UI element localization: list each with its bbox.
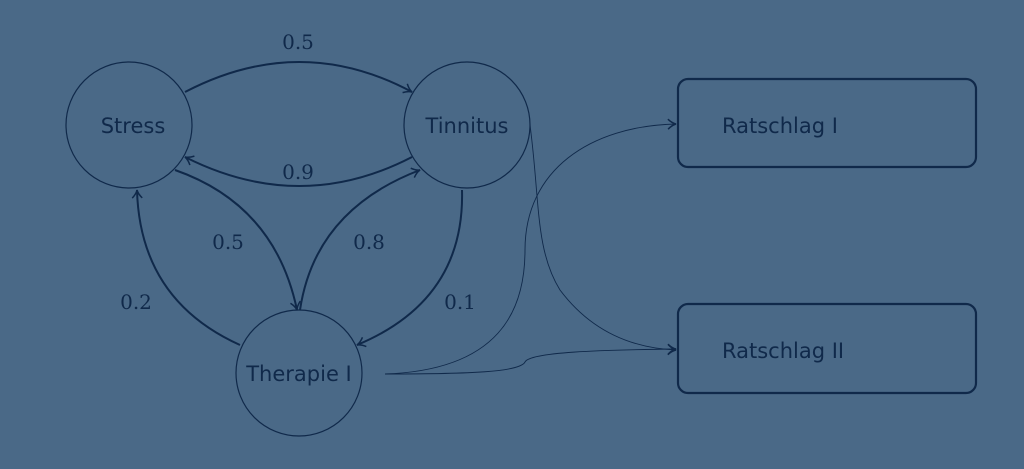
label-ratschlag-1: Ratschlag I bbox=[722, 114, 838, 138]
node-stress bbox=[65, 61, 193, 189]
edge-label-tinnitus-stress: 0.9 bbox=[282, 160, 314, 184]
edge-label-therapie-tinnitus: 0.8 bbox=[353, 230, 385, 254]
link-therapie-ratschlag-1 bbox=[384, 118, 677, 375]
edge-stress-therapie bbox=[174, 169, 301, 311]
link-tinnitus-ratschlag-2 bbox=[529, 124, 677, 356]
box-ratschlag-2 bbox=[676, 302, 978, 395]
edge-tinnitus-therapie bbox=[356, 189, 464, 348]
box-ratschlag-1 bbox=[676, 77, 978, 169]
edge-label-tinnitus-therapie: 0.1 bbox=[444, 290, 476, 314]
link-therapie-ratschlag-2 bbox=[384, 343, 677, 375]
edge-therapie-tinnitus bbox=[299, 167, 421, 311]
edge-therapie-stress bbox=[131, 189, 241, 346]
label-ratschlag-2: Ratschlag II bbox=[722, 339, 844, 363]
edge-label-stress-therapie: 0.5 bbox=[212, 230, 244, 254]
label-stress: Stress bbox=[101, 114, 166, 138]
edge-tinnitus-stress bbox=[184, 155, 413, 187]
edge-label-stress-tinnitus: 0.5 bbox=[282, 30, 314, 54]
edge-label-therapie-stress: 0.2 bbox=[120, 290, 152, 314]
edge-stress-tinnitus bbox=[184, 61, 413, 94]
label-therapie: Therapie I bbox=[245, 362, 352, 386]
label-tinnitus: Tinnitus bbox=[425, 114, 509, 138]
